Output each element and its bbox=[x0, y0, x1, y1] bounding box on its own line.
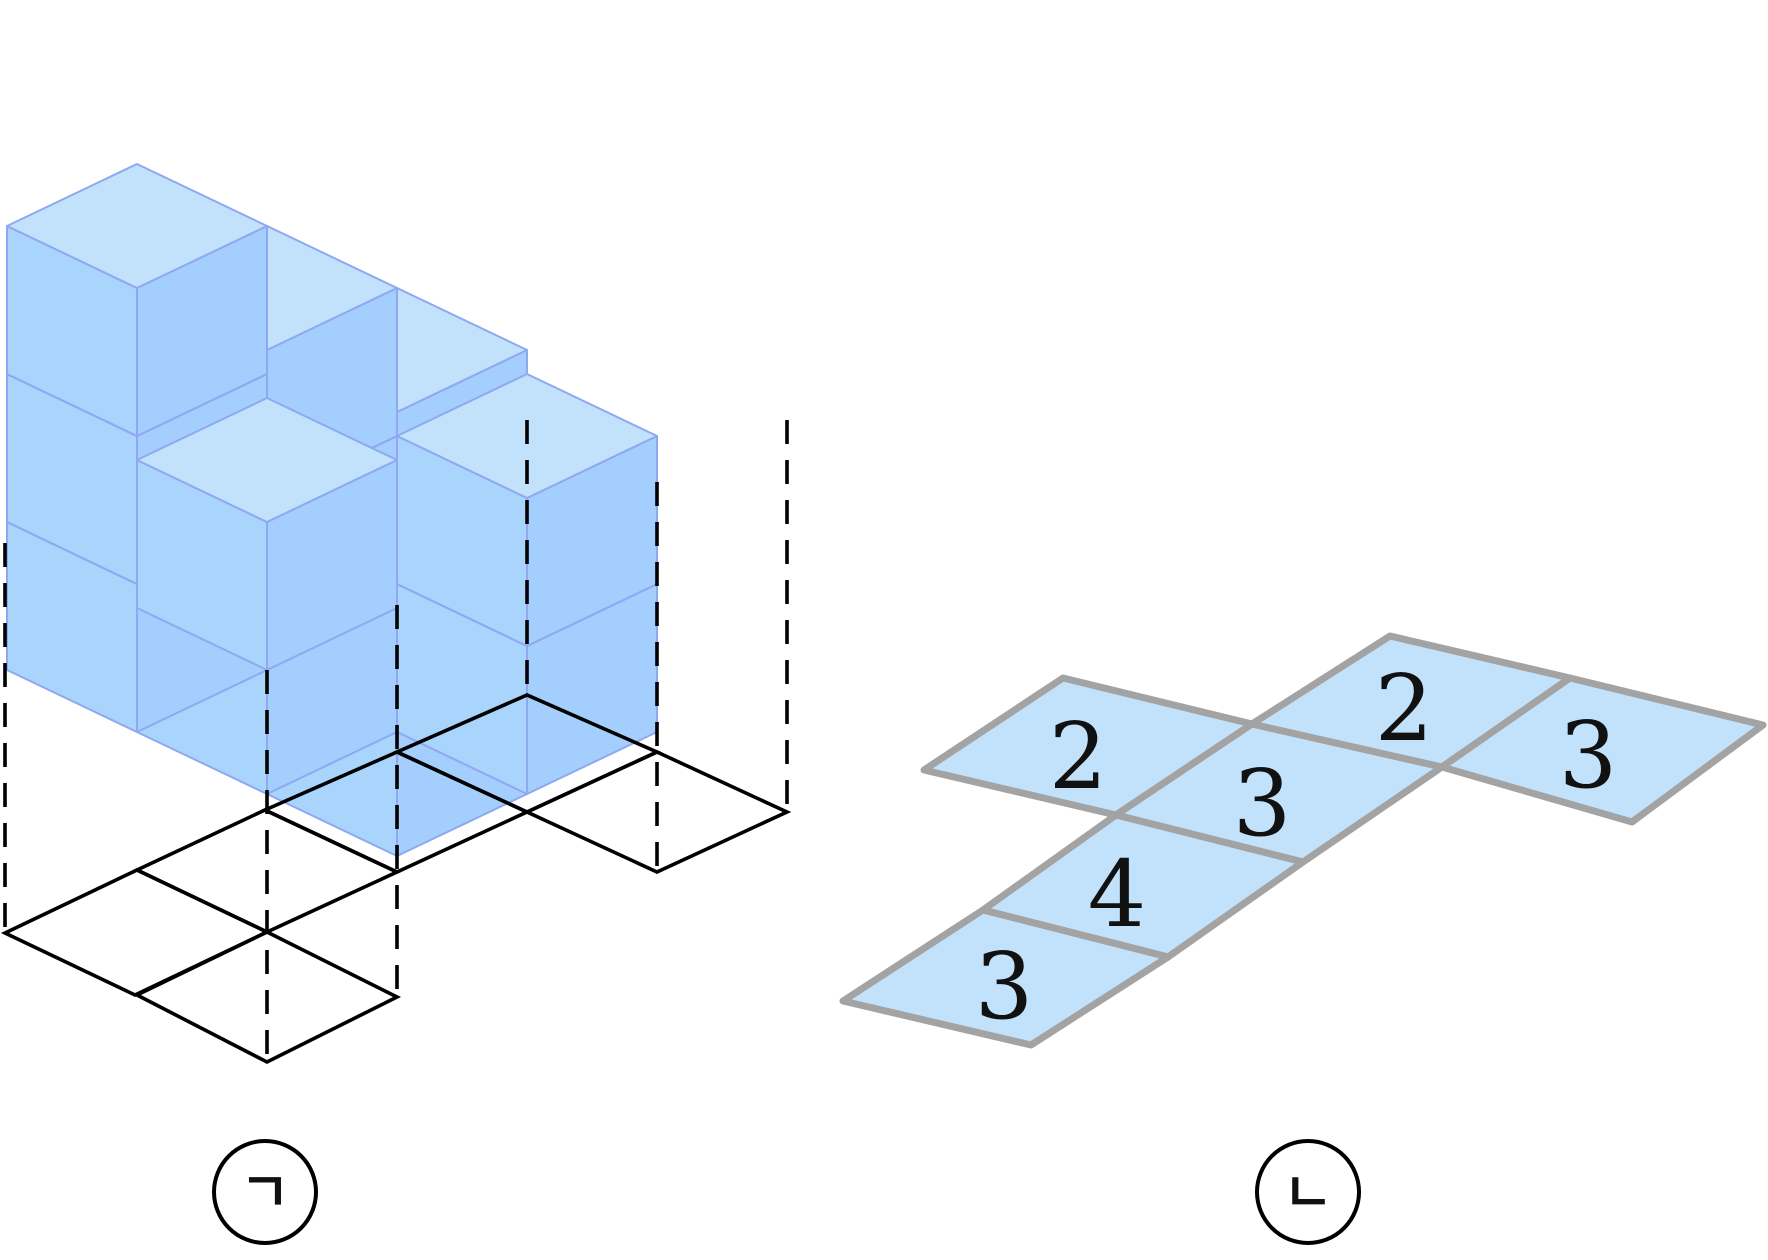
plan-value: 3 bbox=[975, 933, 1034, 1040]
cube-top-face bbox=[6, 163, 268, 289]
floor-cell bbox=[522, 750, 792, 874]
projection-lines bbox=[3, 420, 789, 1062]
label-right-text: ㄴ bbox=[1283, 1161, 1333, 1224]
label-badge-left: ㄱ bbox=[212, 1139, 318, 1245]
label-left-text: ㄱ bbox=[240, 1161, 290, 1224]
unit-cube bbox=[136, 397, 398, 671]
unit-cube bbox=[6, 163, 268, 437]
label-badge-right: ㄴ bbox=[1255, 1139, 1361, 1245]
cube-stacks bbox=[6, 163, 658, 857]
plan-value: 3 bbox=[1233, 750, 1292, 857]
plan-value: 2 bbox=[1049, 703, 1108, 810]
cube-structure bbox=[0, 163, 792, 1065]
floor-grid bbox=[0, 693, 792, 1065]
floor-plan: 2 3 2 3 4 3 bbox=[839, 632, 1767, 1049]
plan-cell bbox=[1438, 674, 1767, 826]
plan-value: 2 bbox=[1375, 655, 1434, 762]
floor-cell bbox=[0, 868, 272, 997]
floor-cell bbox=[132, 929, 402, 1065]
plan-value: 3 bbox=[1559, 702, 1618, 809]
cube-top-face bbox=[136, 397, 398, 523]
plan-cell bbox=[839, 906, 1172, 1049]
plan-value: 4 bbox=[1088, 841, 1147, 948]
